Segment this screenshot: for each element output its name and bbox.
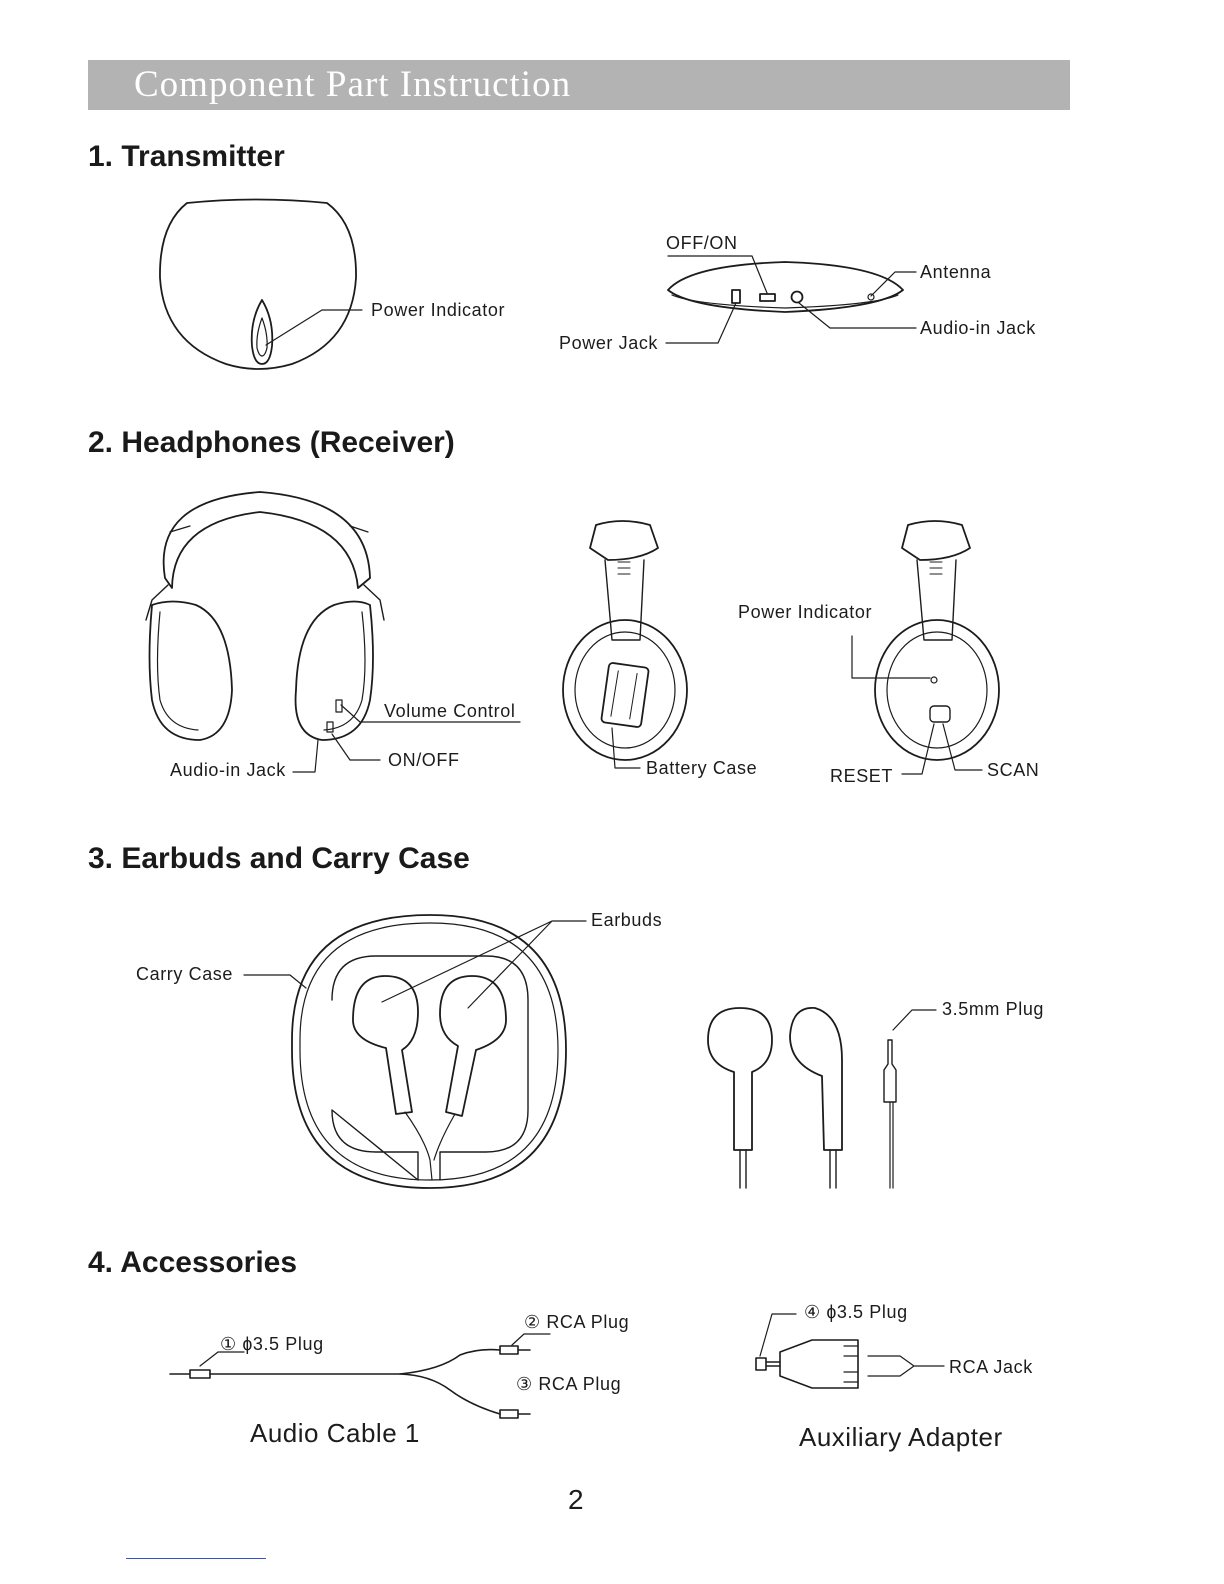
- label-rca-plug-3: ③ RCA Plug: [516, 1374, 621, 1395]
- power-jack-icon: [732, 290, 740, 303]
- leader-3-5mm-plug: [893, 1010, 936, 1030]
- leader-audio-in-jack: [293, 740, 318, 772]
- footer-rule: [126, 1558, 266, 1559]
- caption-audio-cable: Audio Cable 1: [250, 1418, 420, 1449]
- volume-control-icon: [336, 700, 342, 712]
- transmitter-top-illustration: [160, 200, 362, 370]
- headphones-side-controls-illustration: [852, 521, 999, 774]
- scan-button-icon: [930, 706, 950, 722]
- leader-reset: [902, 724, 934, 774]
- label-off-on: OFF/ON: [666, 233, 738, 254]
- leader-scan: [943, 724, 982, 770]
- earbuds-plug-illustration: [708, 1008, 936, 1188]
- caption-auxiliary-adapter: Auxiliary Adapter: [799, 1422, 1003, 1453]
- leader-power-jack: [666, 303, 736, 343]
- label-hp-audio-in-jack: Audio-in Jack: [170, 760, 286, 781]
- page-number: 2: [568, 1484, 584, 1516]
- label-earbuds: Earbuds: [591, 910, 662, 931]
- headphones-side-battery-illustration: [563, 521, 687, 768]
- label-rca-jack: RCA Jack: [949, 1357, 1033, 1378]
- label-scan: SCAN: [987, 760, 1039, 781]
- auxiliary-adapter-illustration: [756, 1314, 944, 1388]
- label-plug-1: ① ɸ3.5 Plug: [220, 1334, 324, 1355]
- leader-off-on: [668, 256, 767, 293]
- carry-case-illustration: [244, 915, 586, 1188]
- battery-case-icon: [601, 663, 649, 728]
- leader-carry-case: [244, 975, 306, 988]
- label-audio-in-jack: Audio-in Jack: [920, 318, 1036, 339]
- label-reset: RESET: [830, 766, 893, 787]
- off-on-switch-icon: [760, 294, 775, 301]
- label-power-jack: Power Jack: [559, 333, 658, 354]
- label-rca-plug-2: ② RCA Plug: [524, 1312, 629, 1333]
- label-antenna: Antenna: [920, 262, 991, 283]
- label-hp-power-indicator: Power Indicator: [738, 602, 872, 623]
- power-indicator-led-icon: [931, 677, 937, 683]
- label-power-indicator: Power Indicator: [371, 300, 505, 321]
- leader-rca-jack: [868, 1356, 944, 1376]
- leader-plug-4: [760, 1314, 796, 1356]
- leader-earbuds: [382, 921, 586, 1008]
- label-carry-case: Carry Case: [136, 964, 233, 985]
- label-battery-case: Battery Case: [646, 758, 757, 779]
- on-off-switch-icon: [327, 722, 333, 732]
- label-plug-4: ④ ɸ3.5 Plug: [804, 1302, 908, 1323]
- leader-rca-2: [512, 1334, 550, 1345]
- label-3-5mm-plug: 3.5mm Plug: [942, 999, 1044, 1020]
- label-volume-control: Volume Control: [384, 701, 515, 722]
- headphones-front-illustration: [146, 492, 520, 772]
- label-on-off: ON/OFF: [388, 750, 460, 771]
- audio-in-jack-icon: [792, 292, 803, 303]
- transmitter-side-illustration: [666, 256, 916, 343]
